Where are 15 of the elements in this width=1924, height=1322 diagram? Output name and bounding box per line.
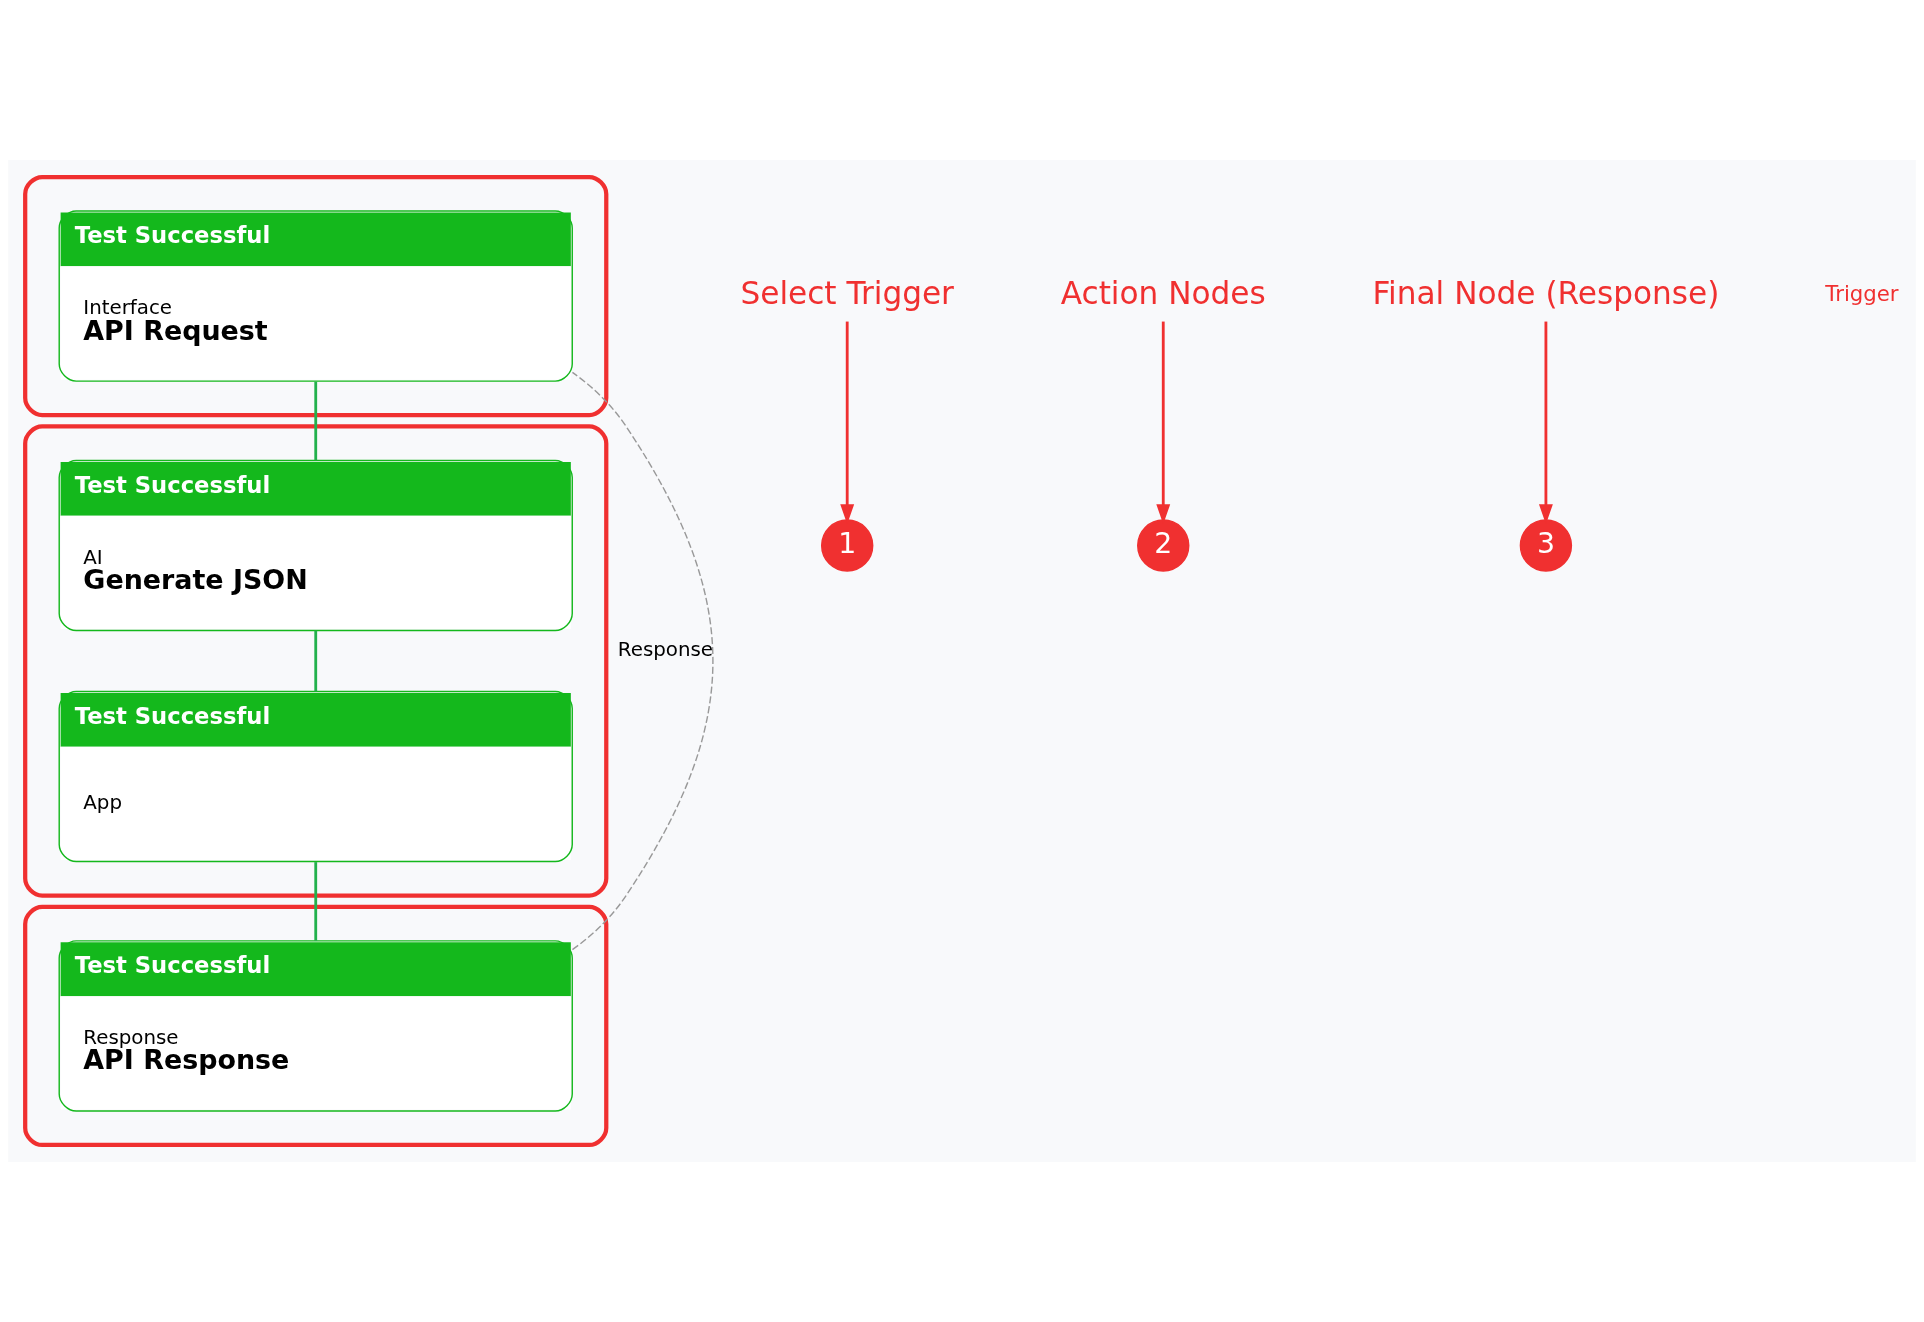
node-text: Final Node (Response)	[1372, 274, 1720, 311]
connector	[314, 381, 318, 461]
cluster	[23, 174, 609, 418]
label: Trigger	[1825, 281, 1899, 307]
node-circle: 1	[821, 519, 874, 572]
node-circle: 2	[1137, 519, 1190, 572]
node-circle: 3	[1519, 519, 1573, 572]
edge-label: Response	[617, 637, 714, 661]
connector	[314, 630, 318, 692]
connector	[571, 371, 714, 951]
cluster	[23, 424, 609, 898]
node-text: Select Trigger	[740, 274, 954, 311]
cluster	[23, 904, 609, 1148]
node-text: Action Nodes	[1060, 274, 1266, 311]
connector	[314, 862, 318, 941]
